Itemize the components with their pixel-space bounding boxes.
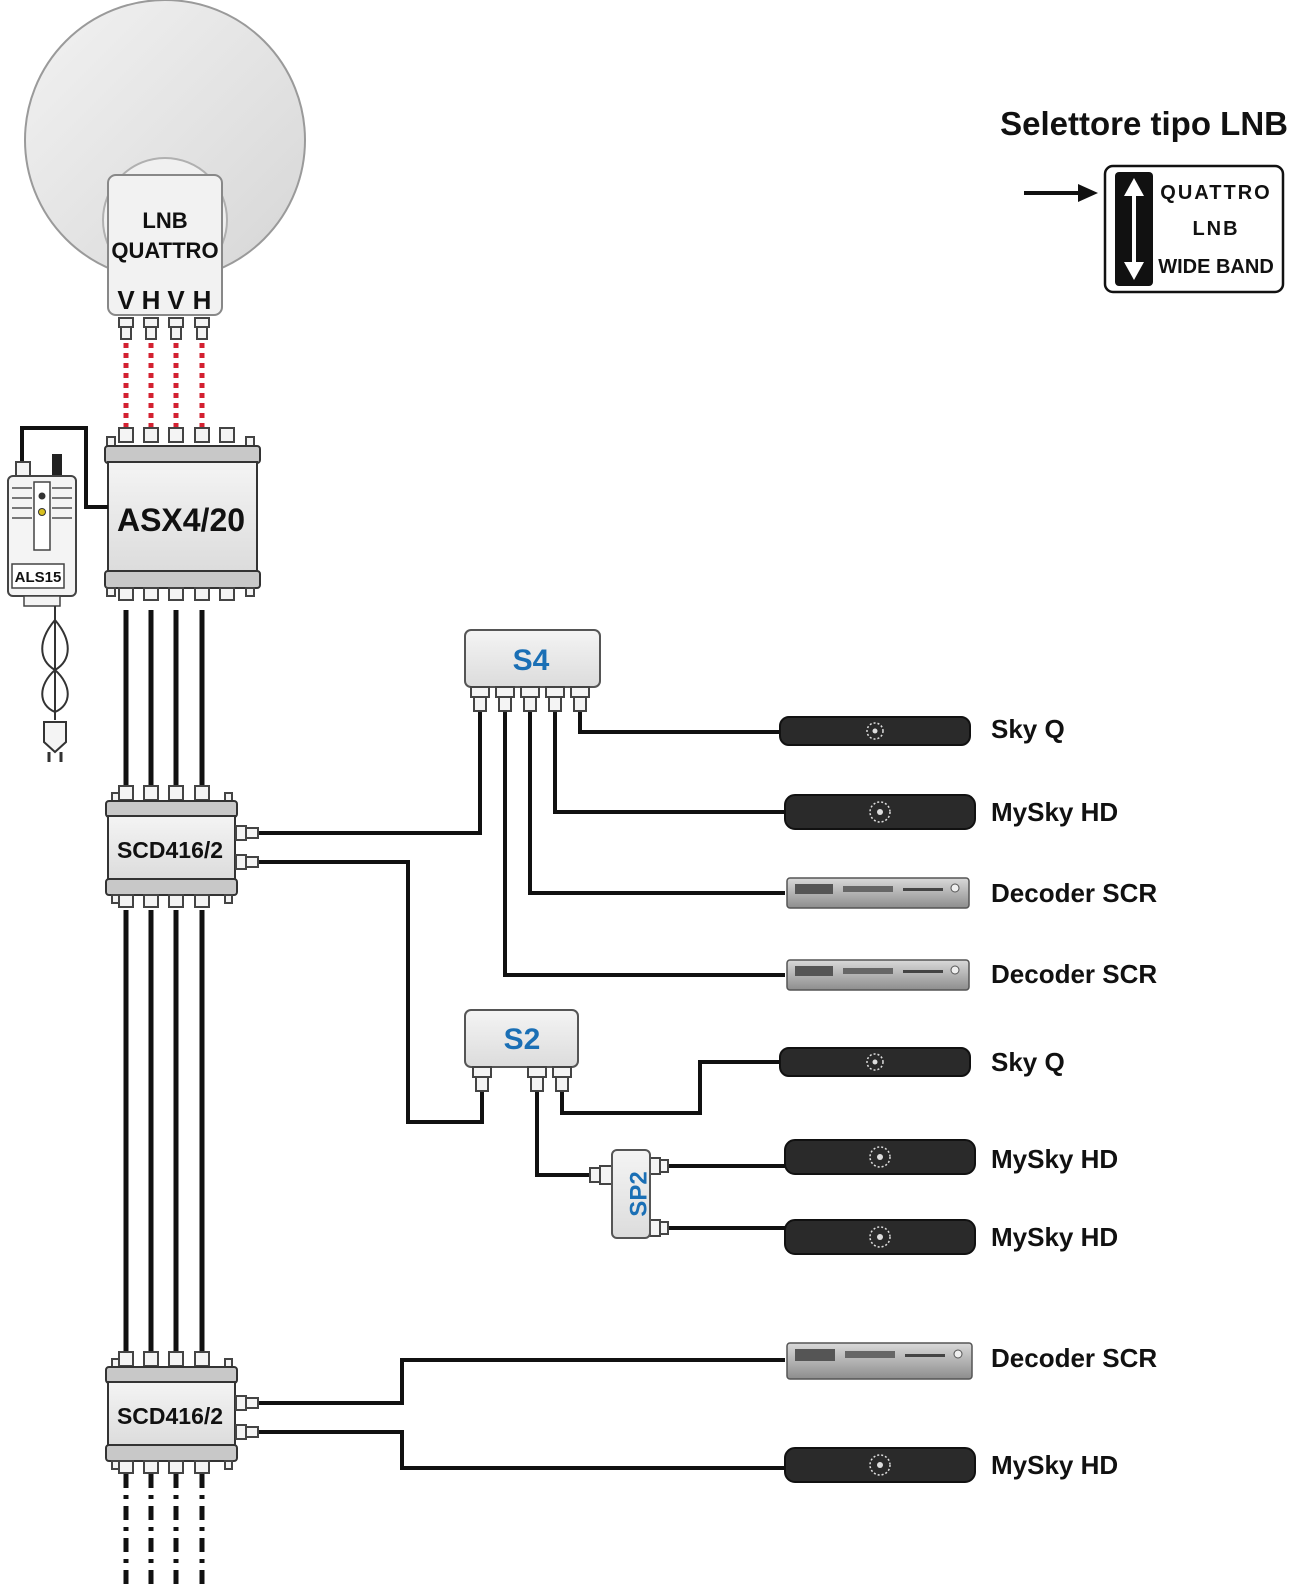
receiver-label-1: Sky Q bbox=[991, 714, 1065, 744]
s4-output-cables bbox=[503, 712, 785, 977]
cascade-switch-2: SCD416/2 bbox=[105, 1351, 259, 1474]
sp2-label: SP2 bbox=[625, 1171, 652, 1216]
asx-label: ASX4/20 bbox=[117, 502, 245, 538]
lnb-connectors bbox=[118, 317, 210, 340]
selector-arrow-icon bbox=[1024, 184, 1098, 202]
selector-option-quattro: QUATTRO bbox=[1160, 182, 1271, 204]
selector-title: Selettore tipo LNB bbox=[1000, 105, 1288, 142]
receiver-label-6: MySky HD bbox=[991, 1144, 1118, 1174]
splitter-sp2: SP2 bbox=[589, 1149, 669, 1239]
s2-label: S2 bbox=[504, 1023, 541, 1056]
trunk-cables bbox=[123, 610, 205, 1355]
sp2-output-cables bbox=[668, 1164, 785, 1230]
scd1-output-cables bbox=[258, 710, 484, 1124]
scd2-label: SCD416/2 bbox=[117, 1403, 223, 1429]
als15-label: ALS15 bbox=[15, 569, 62, 586]
trunk-continuation bbox=[123, 1474, 205, 1584]
receiver-decoder-scr-3: Decoder SCR bbox=[786, 1342, 1157, 1380]
receiver-label-8: Decoder SCR bbox=[991, 1343, 1157, 1373]
lnb-port-label-4: H bbox=[193, 285, 212, 315]
selector-switch-icon bbox=[1124, 178, 1144, 280]
lnb-label-line1: LNB bbox=[142, 208, 187, 233]
s4-label: S4 bbox=[513, 644, 550, 677]
splitter-s2: S2 bbox=[464, 1009, 579, 1092]
scd1-label: SCD416/2 bbox=[117, 837, 223, 863]
lnb-cables bbox=[123, 343, 205, 428]
receiver-label-2: MySky HD bbox=[991, 797, 1118, 827]
receiver-decoder-scr-1: Decoder SCR bbox=[786, 877, 1157, 909]
receiver-sky-q-2: Sky Q bbox=[779, 1047, 1065, 1077]
power-supply-als15: ALS15 bbox=[7, 426, 108, 762]
power-plug-icon bbox=[43, 721, 67, 754]
receiver-sky-q-1: Sky Q bbox=[779, 714, 1065, 746]
receiver-mysky-hd-3: MySky HD bbox=[784, 1219, 1118, 1255]
lnb-type-selector: Selettore tipo LNB QUATTRO LNB WIDE BAND bbox=[1000, 105, 1288, 294]
cascade-switch-1: SCD416/2 bbox=[105, 785, 259, 908]
lnb-port-label-2: H bbox=[142, 285, 161, 315]
receiver-label-9: MySky HD bbox=[991, 1450, 1118, 1480]
lnb-port-label-1: V bbox=[117, 285, 135, 315]
selector-option-lnb: LNB bbox=[1192, 218, 1239, 240]
multiswitch-asx: ASX4/20 bbox=[104, 427, 261, 601]
scd2-output-cables bbox=[258, 1358, 785, 1470]
selector-option-wideband: WIDE BAND bbox=[1158, 256, 1274, 278]
splitter-s4: S4 bbox=[464, 629, 601, 712]
lnb-quattro: LNB QUATTRO V H V H bbox=[107, 174, 223, 340]
receiver-mysky-hd-4: MySky HD bbox=[784, 1447, 1118, 1483]
receiver-label-4: Decoder SCR bbox=[991, 959, 1157, 989]
receiver-decoder-scr-2: Decoder SCR bbox=[786, 959, 1157, 991]
receiver-label-3: Decoder SCR bbox=[991, 878, 1157, 908]
lnb-label-line2: QUATTRO bbox=[111, 238, 218, 263]
s2-output-cables bbox=[535, 1060, 780, 1177]
receiver-label-7: MySky HD bbox=[991, 1222, 1118, 1252]
receiver-mysky-hd-1: MySky HD bbox=[784, 794, 1118, 830]
receiver-mysky-hd-2: MySky HD bbox=[784, 1139, 1118, 1175]
receiver-label-5: Sky Q bbox=[991, 1047, 1065, 1077]
lnb-port-label-3: V bbox=[167, 285, 185, 315]
